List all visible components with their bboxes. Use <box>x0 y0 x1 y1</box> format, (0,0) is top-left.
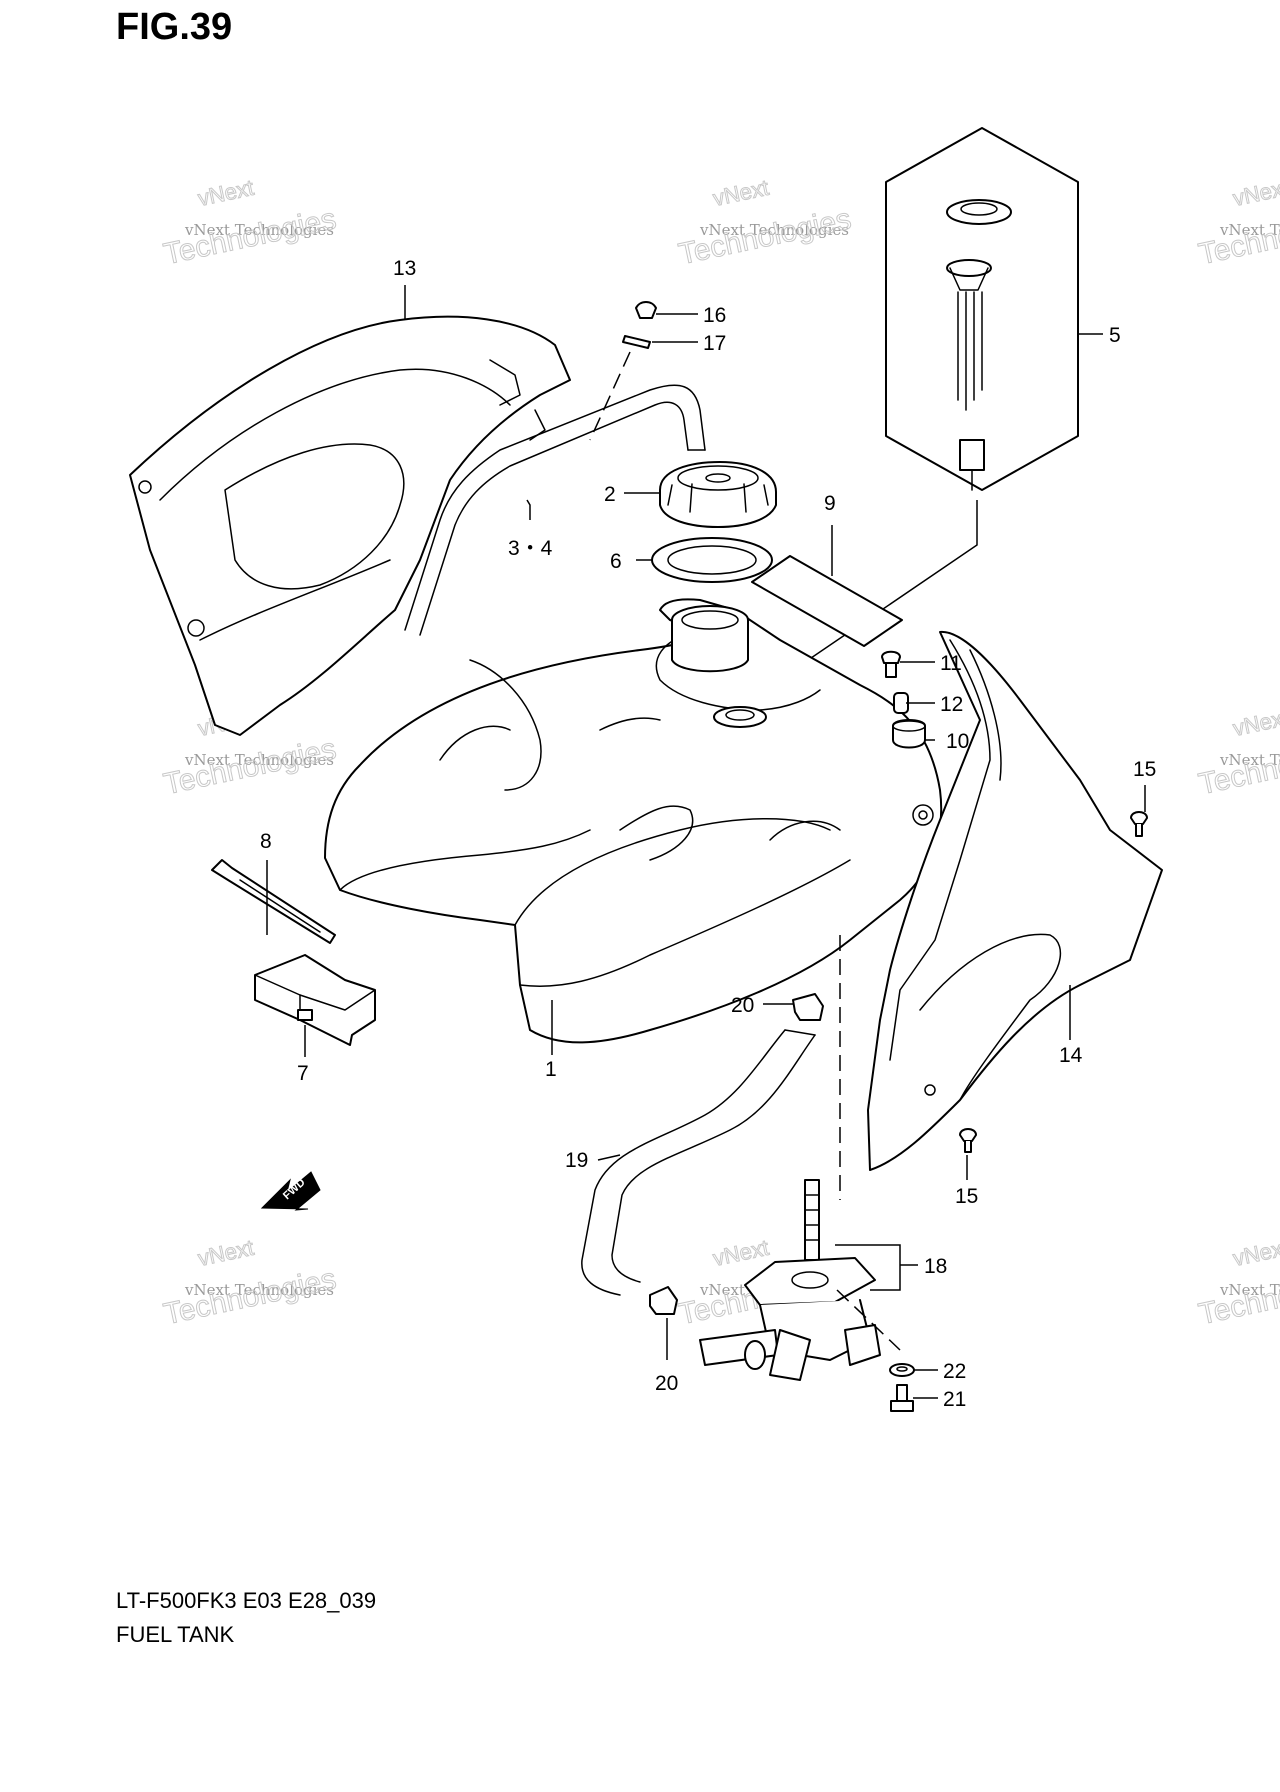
watermark: vNext vNext Technologies Technologies <box>1195 1234 1280 1332</box>
svg-text:vNext: vNext <box>196 1235 256 1271</box>
part-13-left-cover <box>129 315 571 736</box>
part-14-right-cover <box>867 630 1163 1171</box>
callout-3-4: 3・4 <box>508 537 553 560</box>
watermark: vNext vNext Technologies Technologies <box>1195 704 1280 802</box>
callout-18: 18 <box>924 1255 947 1278</box>
callout-17: 17 <box>703 332 726 355</box>
part-16-clip <box>635 301 657 319</box>
watermark: vNext vNext Technologies Technologies <box>675 174 854 272</box>
svg-text:Technologies: Technologies <box>161 1263 339 1332</box>
callout-20: 20 <box>655 1372 678 1395</box>
part-9-label <box>751 555 903 647</box>
callout-14: 14 <box>1059 1044 1083 1067</box>
part-22-washer <box>889 1363 915 1377</box>
part-20-clamp-upper <box>792 993 824 1021</box>
callout-21: 21 <box>943 1388 966 1411</box>
part-11-bolt <box>881 650 901 678</box>
callout-10: 10 <box>946 730 969 753</box>
dash-line <box>836 1289 901 1351</box>
svg-text:vNext Technologies: vNext Technologies <box>1219 751 1280 769</box>
fwd-arrow-icon: FWD <box>260 1171 321 1211</box>
svg-text:vNext Technologies: vNext Technologies <box>699 221 849 239</box>
svg-text:vNext Technologies: vNext Technologies <box>184 1281 334 1299</box>
callout-6: 6 <box>610 550 622 573</box>
callout-19: 19 <box>565 1149 588 1172</box>
callout-20: 20 <box>731 994 754 1017</box>
figure-caption: FUEL TANK <box>116 1622 235 1647</box>
part-15-rivet-upper <box>1130 811 1148 837</box>
callout-8: 8 <box>260 830 272 853</box>
svg-text:vNext Technologies: vNext Technologies <box>1219 1281 1280 1299</box>
part-10-grommet <box>892 719 926 749</box>
part-20-clamp-lower <box>649 1286 678 1315</box>
part-7-bracket <box>254 954 376 1046</box>
dash-line <box>589 351 631 441</box>
svg-text:vNext: vNext <box>1231 175 1280 211</box>
svg-text:vNext: vNext <box>1231 705 1280 741</box>
part-17-pin <box>622 335 651 349</box>
callout-15: 15 <box>955 1185 978 1208</box>
part-12-collar <box>893 692 909 714</box>
part-3-4-breather-hose <box>404 384 706 636</box>
callout-12: 12 <box>940 693 963 716</box>
svg-text:vNext: vNext <box>711 175 771 211</box>
callout-1: 1 <box>545 1058 557 1081</box>
svg-text:Technologies: Technologies <box>1196 1263 1280 1332</box>
part-19-fuel-hose <box>581 1029 816 1296</box>
svg-text:Technologies: Technologies <box>1196 733 1280 802</box>
part-1-fuel-tank <box>324 598 943 1044</box>
callout-22: 22 <box>943 1360 966 1383</box>
part-8-cable-tie <box>211 859 336 944</box>
svg-text:Technologies: Technologies <box>161 203 339 272</box>
callout-2: 2 <box>604 483 616 506</box>
part-21-screw <box>890 1384 914 1412</box>
callout-11: 11 <box>940 652 962 675</box>
model-code: LT-F500FK3 E03 E28_039 <box>116 1588 377 1613</box>
callout-5: 5 <box>1109 324 1121 347</box>
part-fuel-valve-assembly <box>699 1179 881 1381</box>
part-6-gasket <box>651 537 773 583</box>
svg-text:vNext: vNext <box>196 175 256 211</box>
svg-text:vNext Technologies: vNext Technologies <box>184 221 334 239</box>
callout-13: 13 <box>393 257 416 280</box>
svg-text:Technologies: Technologies <box>676 203 854 272</box>
callout-9: 9 <box>824 492 836 515</box>
watermark: vNext vNext Technologies Technologies <box>1195 174 1280 272</box>
svg-text:vNext Technologies: vNext Technologies <box>184 751 334 769</box>
callout-16: 16 <box>703 304 726 327</box>
part-5-fuel-sender <box>885 127 1079 491</box>
callouts: 13 16 17 5 2 3・4 6 9 11 12 10 15 8 7 1 2… <box>260 257 1156 1411</box>
callout-15: 15 <box>1133 758 1156 781</box>
svg-text:Technologies: Technologies <box>1196 203 1280 272</box>
watermark: vNext vNext Technologies Technologies <box>160 174 339 272</box>
watermark: vNext vNext Technologies Technologies <box>160 1234 339 1332</box>
svg-text:vNext: vNext <box>711 1235 771 1271</box>
part-2-fuel-cap <box>659 461 777 528</box>
svg-text:vNext: vNext <box>1231 1235 1280 1271</box>
leader-lines <box>266 285 1146 1399</box>
part-15-rivet-lower <box>959 1128 977 1153</box>
figure-title: FIG.39 <box>116 6 233 48</box>
callout-7: 7 <box>297 1062 309 1085</box>
svg-text:Technologies: Technologies <box>161 733 339 802</box>
svg-text:vNext Technologies: vNext Technologies <box>1219 221 1280 239</box>
